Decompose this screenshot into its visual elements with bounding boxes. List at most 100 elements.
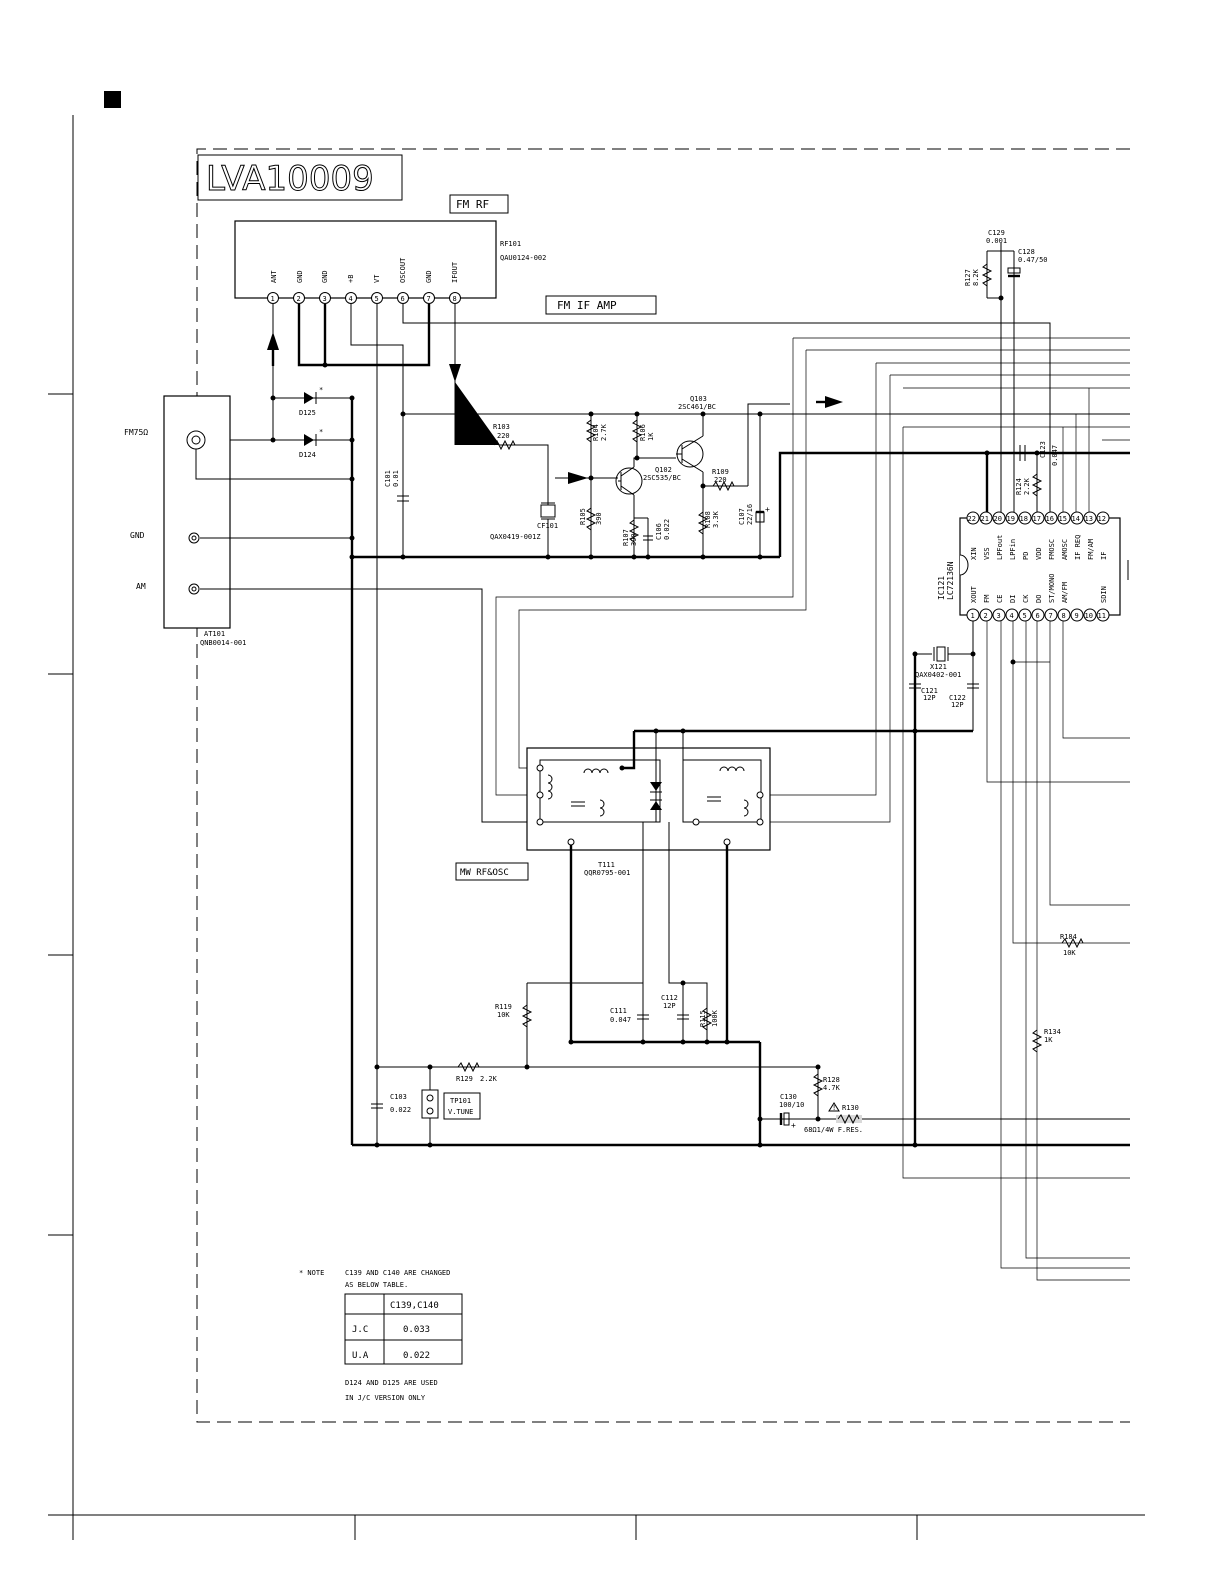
ic121-part: LC72136N bbox=[946, 561, 955, 600]
svg-text:PD: PD bbox=[1022, 552, 1030, 560]
rf101-pin-num: 7 bbox=[427, 295, 431, 303]
r106-ref: R106 bbox=[639, 424, 647, 441]
r103-value: 220 bbox=[497, 432, 510, 440]
svg-text:IF: IF bbox=[1100, 552, 1108, 560]
cf101-part: QAX0419-001Z bbox=[490, 533, 541, 541]
rf101-pin-name: OSCOUT bbox=[399, 257, 407, 283]
svg-text:XIN: XIN bbox=[970, 547, 978, 560]
c121-ref: C121 bbox=[921, 687, 938, 695]
q102-ref: Q102 bbox=[655, 466, 672, 474]
svg-text:VSS: VSS bbox=[983, 547, 991, 560]
svg-text:13: 13 bbox=[1085, 515, 1093, 523]
c111-ref: C111 bbox=[610, 1007, 627, 1015]
rf101-pin-num: 4 bbox=[349, 295, 353, 303]
svg-text:8: 8 bbox=[1062, 612, 1066, 620]
svg-text:7: 7 bbox=[1049, 612, 1053, 620]
rf101-module bbox=[234, 220, 497, 299]
rf101-pin-num: 2 bbox=[297, 295, 301, 303]
svg-text:ST/MONO: ST/MONO bbox=[1048, 573, 1056, 603]
note-table-cell: J.C bbox=[352, 1325, 368, 1335]
note-table-cell: 0.022 bbox=[403, 1351, 430, 1361]
mw-rf-osc-label-box bbox=[455, 862, 529, 881]
tp101-value: V.TUNE bbox=[448, 1108, 473, 1116]
ic121-bottom-pins: 1 2 3 4 5 6 7 8 9 10 11 XOUT FM CE DI CK… bbox=[966, 573, 1110, 622]
r134-ref: R134 bbox=[1044, 1028, 1061, 1036]
rf101-part: QAU0124-002 bbox=[500, 254, 546, 262]
svg-text:10: 10 bbox=[1085, 612, 1093, 620]
signal-bus-lines bbox=[495, 337, 1130, 1281]
rf101-pin-name: GND bbox=[321, 270, 329, 283]
svg-text:+: + bbox=[791, 1121, 796, 1130]
c111-value: 0.047 bbox=[610, 1016, 631, 1024]
c107-ref: C107 bbox=[738, 508, 746, 525]
rf101-pin-name: GND bbox=[296, 270, 304, 283]
x121-ref: X121 bbox=[930, 663, 947, 671]
board-name-box bbox=[197, 154, 403, 201]
r128-ref: R128 bbox=[823, 1076, 840, 1084]
r115-value: 100K bbox=[711, 1009, 719, 1027]
svg-text:22: 22 bbox=[968, 515, 976, 523]
board-outline bbox=[196, 148, 1130, 1423]
d124-label: D124 bbox=[299, 451, 316, 459]
junctions-left bbox=[270, 362, 406, 560]
rf101-pin-num: 8 bbox=[453, 295, 457, 303]
mw-tuning-network: R119 10K C111 0.047 C112 12P R115 100K R… bbox=[371, 822, 1130, 1148]
c130-ref: C130 bbox=[780, 1093, 797, 1101]
c123-ref: C123 bbox=[1039, 441, 1047, 458]
c128-ref: C128 bbox=[1018, 248, 1035, 256]
r104-ref: R104 bbox=[592, 424, 600, 441]
svg-text:SDIN: SDIN bbox=[1100, 586, 1108, 603]
ic121-top-pins: 22 21 20 19 18 17 16 15 14 13 12 XIN VSS… bbox=[966, 511, 1110, 560]
am-label: AM bbox=[136, 582, 146, 591]
rf101-pin-name: IFOUT bbox=[451, 261, 459, 283]
svg-text:20: 20 bbox=[994, 515, 1002, 523]
svg-text:21: 21 bbox=[981, 515, 989, 523]
svg-text:15: 15 bbox=[1059, 515, 1067, 523]
t111-part: QQR0795-001 bbox=[584, 869, 630, 877]
svg-text:CK: CK bbox=[1022, 594, 1030, 603]
r106-value: 1K bbox=[647, 432, 655, 441]
svg-text:4: 4 bbox=[1010, 612, 1014, 620]
svg-text:11: 11 bbox=[1098, 612, 1106, 620]
svg-text:19: 19 bbox=[1007, 515, 1015, 523]
fm-rf-label-box bbox=[449, 194, 509, 214]
note-line-2: AS BELOW TABLE. bbox=[345, 1281, 408, 1289]
c129-ref: C129 bbox=[988, 229, 1005, 237]
c128-value: 0.47/50 bbox=[1018, 256, 1048, 264]
c129-value: 0.001 bbox=[986, 237, 1007, 245]
svg-text:LPFin: LPFin bbox=[1009, 539, 1017, 560]
x121-part: QAX0402-001 bbox=[915, 671, 961, 679]
r108-value: 3.3K bbox=[712, 510, 720, 528]
fm-if-amp-label-box bbox=[545, 295, 657, 315]
gnd-label: GND bbox=[130, 531, 145, 540]
rf101-ref: RF101 bbox=[500, 240, 521, 248]
r105-ref: R105 bbox=[579, 508, 587, 525]
ic121-notch bbox=[959, 554, 969, 576]
r105-value: 390 bbox=[595, 512, 603, 525]
svg-text:FMOSC: FMOSC bbox=[1048, 539, 1056, 560]
r127-value: 8.2K bbox=[972, 268, 980, 286]
svg-text:3: 3 bbox=[997, 612, 1001, 620]
d125-label: D125 bbox=[299, 409, 316, 417]
q102-transistor bbox=[615, 467, 643, 495]
c123-r124-network: C123 0.047 R124 2.2K bbox=[984, 441, 1130, 515]
r119-value: 10K bbox=[497, 1011, 510, 1019]
svg-text:!: ! bbox=[832, 1104, 836, 1112]
rf101-pin-name: ANT bbox=[270, 270, 278, 283]
r107-ref: R107 bbox=[622, 529, 630, 546]
c112-value: 12P bbox=[663, 1002, 676, 1010]
r103-ref: R103 bbox=[493, 423, 510, 431]
c103-value: 0.022 bbox=[390, 1106, 411, 1114]
note-marker: * NOTE bbox=[299, 1269, 324, 1277]
rf101-pin-num: 1 bbox=[271, 295, 275, 303]
svg-text:LPFout: LPFout bbox=[996, 535, 1004, 560]
svg-text:+: + bbox=[765, 505, 770, 514]
rf101-pin-num: 3 bbox=[323, 295, 327, 303]
r124-ref: R124 bbox=[1015, 478, 1023, 495]
svg-text:1: 1 bbox=[971, 612, 975, 620]
c122-value: 12P bbox=[951, 701, 964, 709]
d124-diode: D124 * bbox=[209, 428, 352, 459]
fm-antenna-label: FM75Ω bbox=[124, 428, 148, 437]
r108-ref: R108 bbox=[704, 511, 712, 528]
x121-crystal: X121 QAX0402-001 C121 12P C122 12P bbox=[634, 621, 979, 1148]
